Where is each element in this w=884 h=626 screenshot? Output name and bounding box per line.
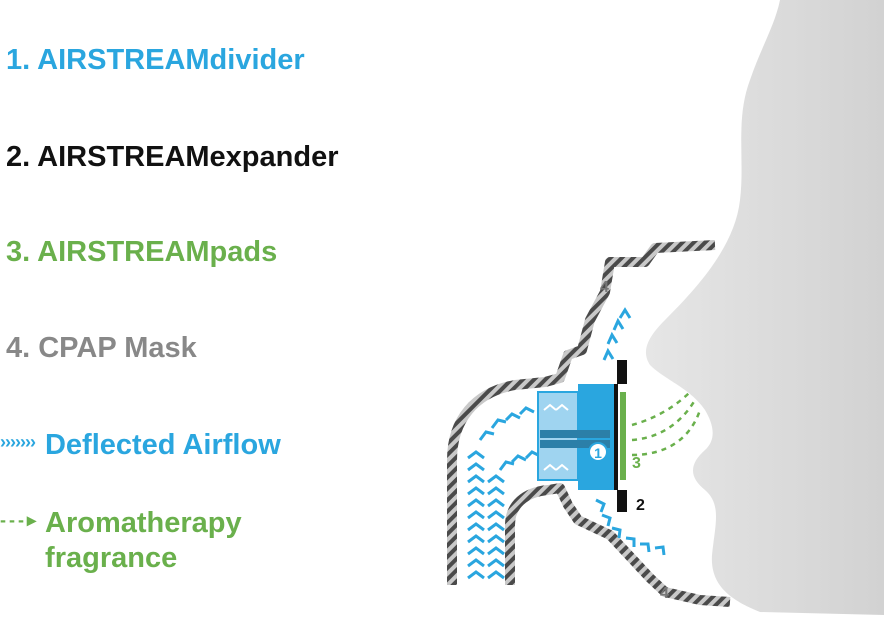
legend-airstream-divider: 1. AIRSTREAMdivider bbox=[6, 44, 305, 76]
expander-number: 2 bbox=[636, 497, 645, 514]
aromatherapy-arrows bbox=[631, 391, 702, 457]
pads-number: 3 bbox=[632, 455, 641, 472]
face-profile bbox=[645, 0, 884, 615]
airstream-expander bbox=[614, 360, 627, 512]
deflected-airflow-key: ››››››› Deflected Airflow bbox=[0, 428, 281, 463]
chevron-arrows-icon: ››››››› bbox=[0, 432, 36, 452]
mask-number-bottom: 4 bbox=[660, 585, 669, 602]
dashed-arrow-icon: - - - ▸ bbox=[0, 510, 36, 530]
legend-cpap-mask: 4. CPAP Mask bbox=[6, 332, 197, 364]
airstream-pad bbox=[620, 392, 626, 480]
cpap-mask bbox=[447, 240, 731, 607]
airstream-divider: 1 bbox=[537, 384, 614, 490]
aromatherapy-key: - - - ▸ Aromatherapy fragrance bbox=[0, 506, 305, 576]
aromatherapy-label: Aromatherapy fragrance bbox=[45, 507, 242, 574]
legend-airstream-expander: 2. AIRSTREAMexpander bbox=[6, 141, 339, 173]
divider-number: 1 bbox=[594, 445, 602, 461]
legend-airstream-pads: 3. AIRSTREAMpads bbox=[6, 236, 278, 268]
deflected-airflow-label: Deflected Airflow bbox=[44, 429, 281, 461]
mask-number-top: 4 bbox=[600, 279, 609, 296]
hose-airflow-chevrons bbox=[467, 307, 666, 580]
